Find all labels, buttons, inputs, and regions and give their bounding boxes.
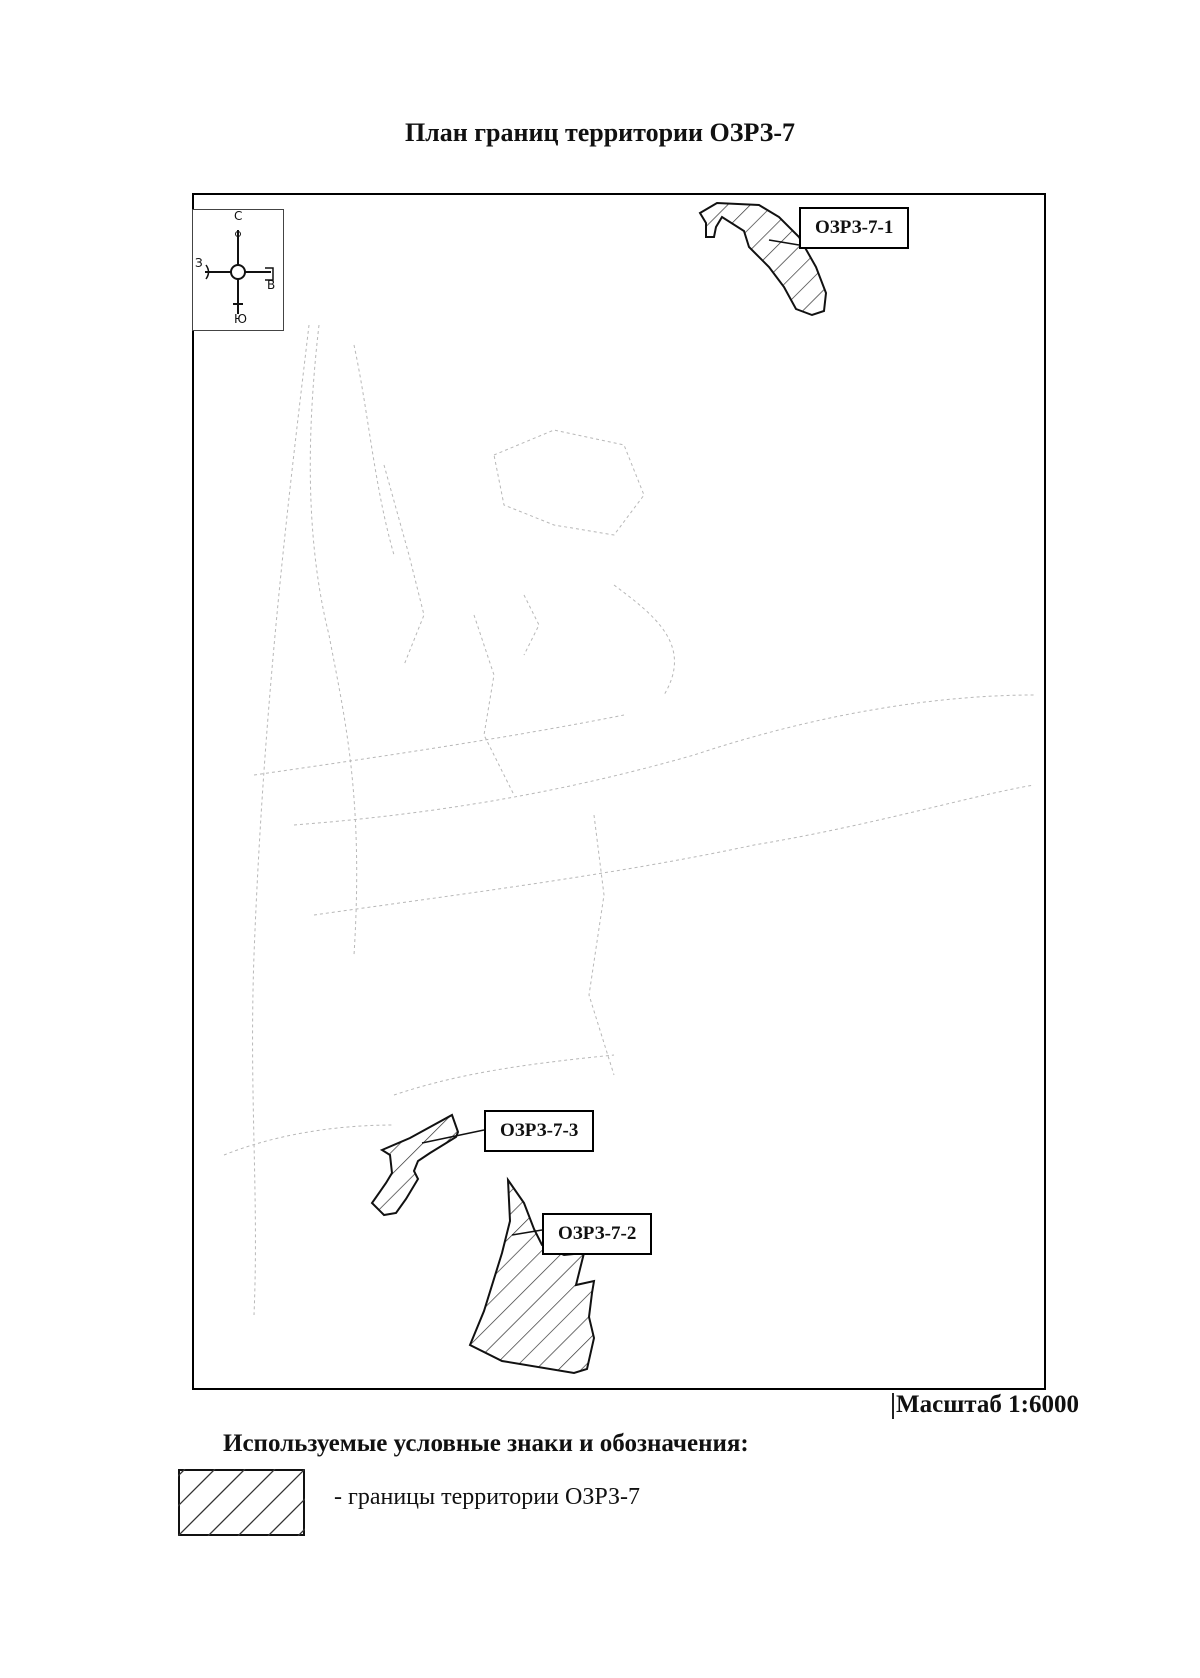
page-title: План границ территории ОЗРЗ-7 — [404, 118, 796, 147]
zone-ozrz-7-2[interactable] — [468, 1176, 596, 1375]
base-map-lines — [223, 324, 1035, 1316]
zone-ozrz-7-1[interactable] — [698, 201, 828, 317]
legend-item-text: - границы территории ОЗРЗ-7 — [334, 1484, 640, 1510]
compass-icon — [205, 230, 274, 314]
zone-label-1: ОЗРЗ-7-1 — [799, 207, 910, 249]
scale-text: Масштаб 1:6000 — [896, 1391, 1079, 1418]
zone-label-3: ОЗРЗ-7-3 — [484, 1110, 595, 1152]
compass-rose: С Ю З В — [192, 209, 284, 331]
map-frame[interactable]: С Ю З В ОЗРЗ-7-1 ОЗРЗ-7-3 ОЗРЗ-7-2 — [192, 193, 1046, 1390]
cursor-mark — [892, 1393, 894, 1420]
label-leaders — [421, 239, 800, 1236]
compass-west-label: З — [195, 256, 203, 270]
zone-ozrz-7-3[interactable] — [370, 1113, 460, 1217]
compass-south-label: Ю — [234, 312, 247, 326]
map-canvas[interactable] — [194, 195, 1044, 1388]
map-scale: Масштаб 1:6000 — [892, 1391, 1079, 1420]
legend-title: Используемые условные знаки и обозначени… — [223, 1430, 749, 1457]
zone-label-2: ОЗРЗ-7-2 — [542, 1213, 653, 1255]
legend-hatch-swatch — [178, 1469, 305, 1536]
compass-north-label: С — [234, 209, 243, 223]
compass-east-label: В — [267, 278, 276, 292]
